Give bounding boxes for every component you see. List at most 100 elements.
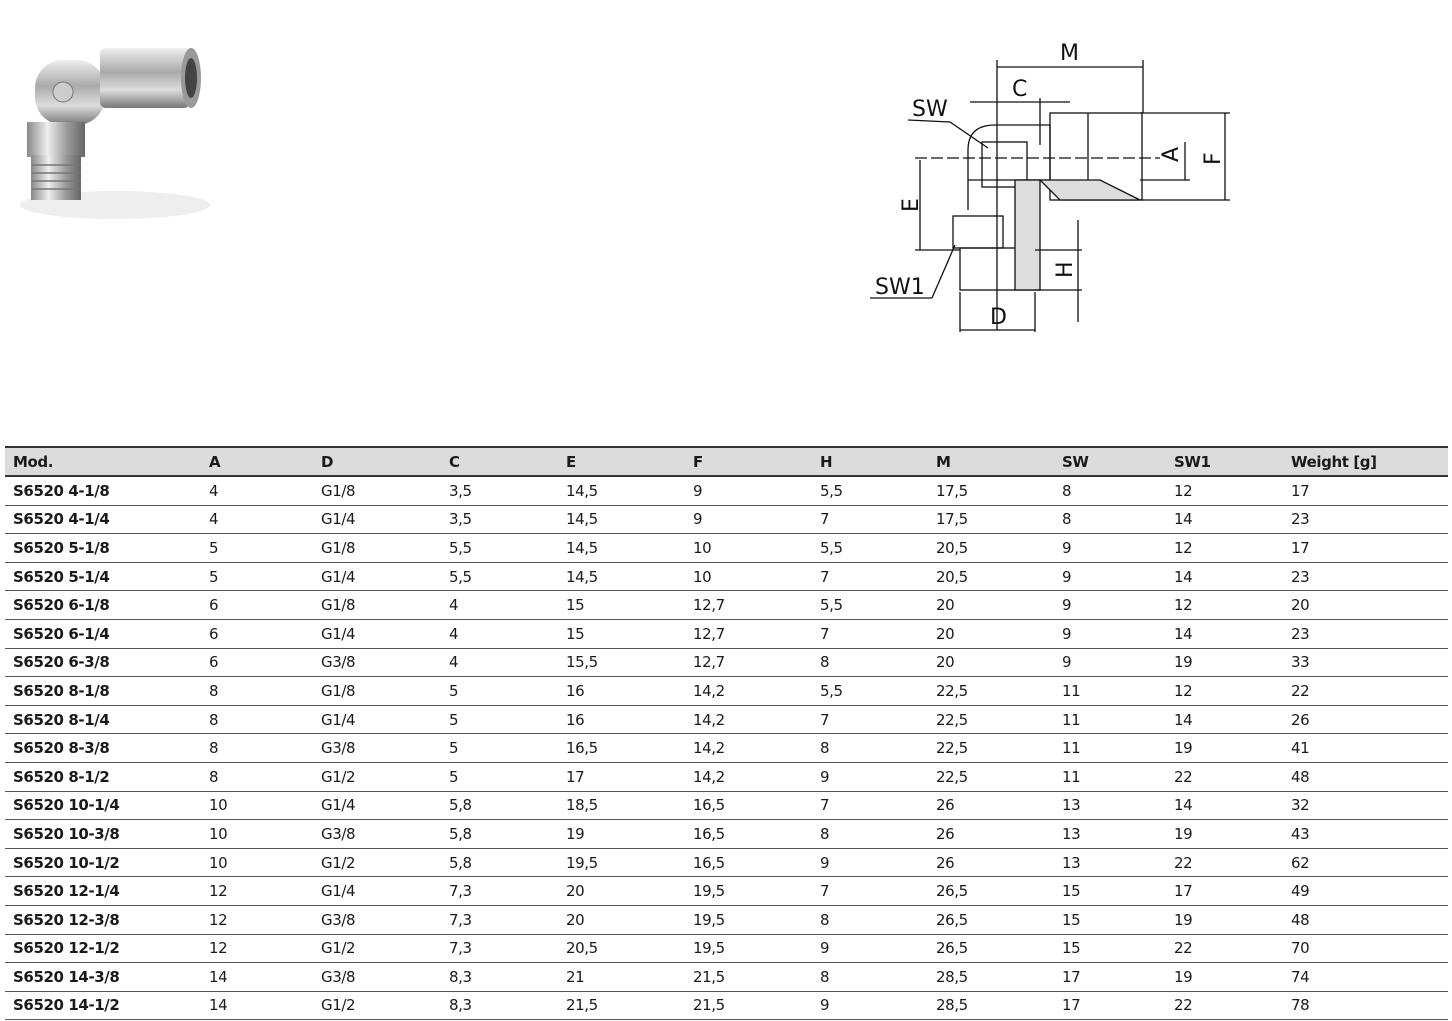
value-cell: 19,5 [685,876,812,906]
model-cell: S6520 14-1/2 [5,991,201,1021]
value-cell: 14 [1166,705,1283,735]
model-cell: S6520 8-1/4 [5,705,201,735]
dim-label-c: C [1012,77,1027,102]
model-cell: S6520 4-1/8 [5,476,201,506]
value-cell: 5 [441,733,558,763]
value-cell: 14 [1166,619,1283,649]
value-cell: G1/8 [313,476,441,506]
value-cell: 22 [1166,848,1283,878]
value-cell: 20 [928,619,1054,649]
value-cell: 20 [928,648,1054,678]
value-cell: 19 [1166,648,1283,678]
value-cell: 15 [1054,876,1166,906]
model-cell: S6520 12-1/4 [5,876,201,906]
value-cell: 48 [1283,905,1448,935]
value-cell: 8 [812,905,928,935]
value-cell: G1/4 [313,705,441,735]
value-cell: 7 [812,876,928,906]
value-cell: 22,5 [928,762,1054,792]
value-cell: G3/8 [313,733,441,763]
value-cell: 17 [558,762,685,792]
value-cell: 20 [558,905,685,935]
value-cell: 21,5 [685,991,812,1021]
value-cell: 16 [558,676,685,706]
value-cell: 9 [1054,562,1166,592]
value-cell: 22,5 [928,733,1054,763]
value-cell: 7 [812,619,928,649]
value-cell: G3/8 [313,905,441,935]
value-cell: 19 [558,819,685,849]
value-cell: 26,5 [928,934,1054,964]
model-cell: S6520 5-1/4 [5,562,201,592]
value-cell: 13 [1054,791,1166,821]
value-cell: 12,7 [685,619,812,649]
column-header: SW [1062,452,1089,471]
value-cell: 49 [1283,876,1448,906]
value-cell: 8 [812,733,928,763]
column-header: SW1 [1174,452,1211,471]
value-cell: G1/2 [313,762,441,792]
value-cell: 3,5 [441,505,558,535]
value-cell: 21,5 [558,991,685,1021]
value-cell: 48 [1283,762,1448,792]
value-cell: 5 [441,762,558,792]
value-cell: G1/2 [313,934,441,964]
dim-label-d: D [990,305,1007,330]
value-cell: 20,5 [928,533,1054,563]
value-cell: 19 [1166,905,1283,935]
value-cell: 20 [558,876,685,906]
value-cell: 70 [1283,934,1448,964]
value-cell: 20,5 [558,934,685,964]
value-cell: 9 [1054,648,1166,678]
dim-label-h: H [1053,261,1078,278]
column-header: M [936,452,951,471]
value-cell: 26 [1283,705,1448,735]
value-cell: G3/8 [313,819,441,849]
value-cell: 74 [1283,962,1448,992]
technical-drawing: M C SW A F E SW1 H D [870,41,1230,332]
value-cell: 14 [1166,562,1283,592]
column-header: F [693,452,703,471]
value-cell: 17,5 [928,505,1054,535]
value-cell: 15,5 [558,648,685,678]
value-cell: 43 [1283,819,1448,849]
value-cell: 12 [201,905,313,935]
value-cell: 19 [1166,962,1283,992]
value-cell: G1/8 [313,533,441,563]
value-cell: 4 [201,476,313,506]
value-cell: 4 [201,505,313,535]
value-cell: 7 [812,791,928,821]
value-cell: 26 [928,848,1054,878]
value-cell: 9 [1054,590,1166,620]
value-cell: 5 [201,533,313,563]
value-cell: 19,5 [685,934,812,964]
value-cell: 7 [812,562,928,592]
value-cell: G1/2 [313,848,441,878]
value-cell: 8 [812,819,928,849]
column-header: A [209,452,221,471]
model-cell: S6520 8-1/2 [5,762,201,792]
value-cell: 14 [1166,791,1283,821]
value-cell: 22 [1283,676,1448,706]
value-cell: 10 [201,819,313,849]
value-cell: 17 [1054,962,1166,992]
value-cell: 9 [812,848,928,878]
value-cell: 5,5 [441,533,558,563]
value-cell: 15 [558,619,685,649]
product-photo-elbow-fitting [20,48,210,219]
value-cell: 5,5 [441,562,558,592]
model-cell: S6520 6-3/8 [5,648,201,678]
value-cell: 5,5 [812,533,928,563]
value-cell: 11 [1054,676,1166,706]
dim-label-sw: SW [912,97,948,122]
value-cell: 15 [558,590,685,620]
value-cell: 14,2 [685,733,812,763]
value-cell: 8 [201,733,313,763]
